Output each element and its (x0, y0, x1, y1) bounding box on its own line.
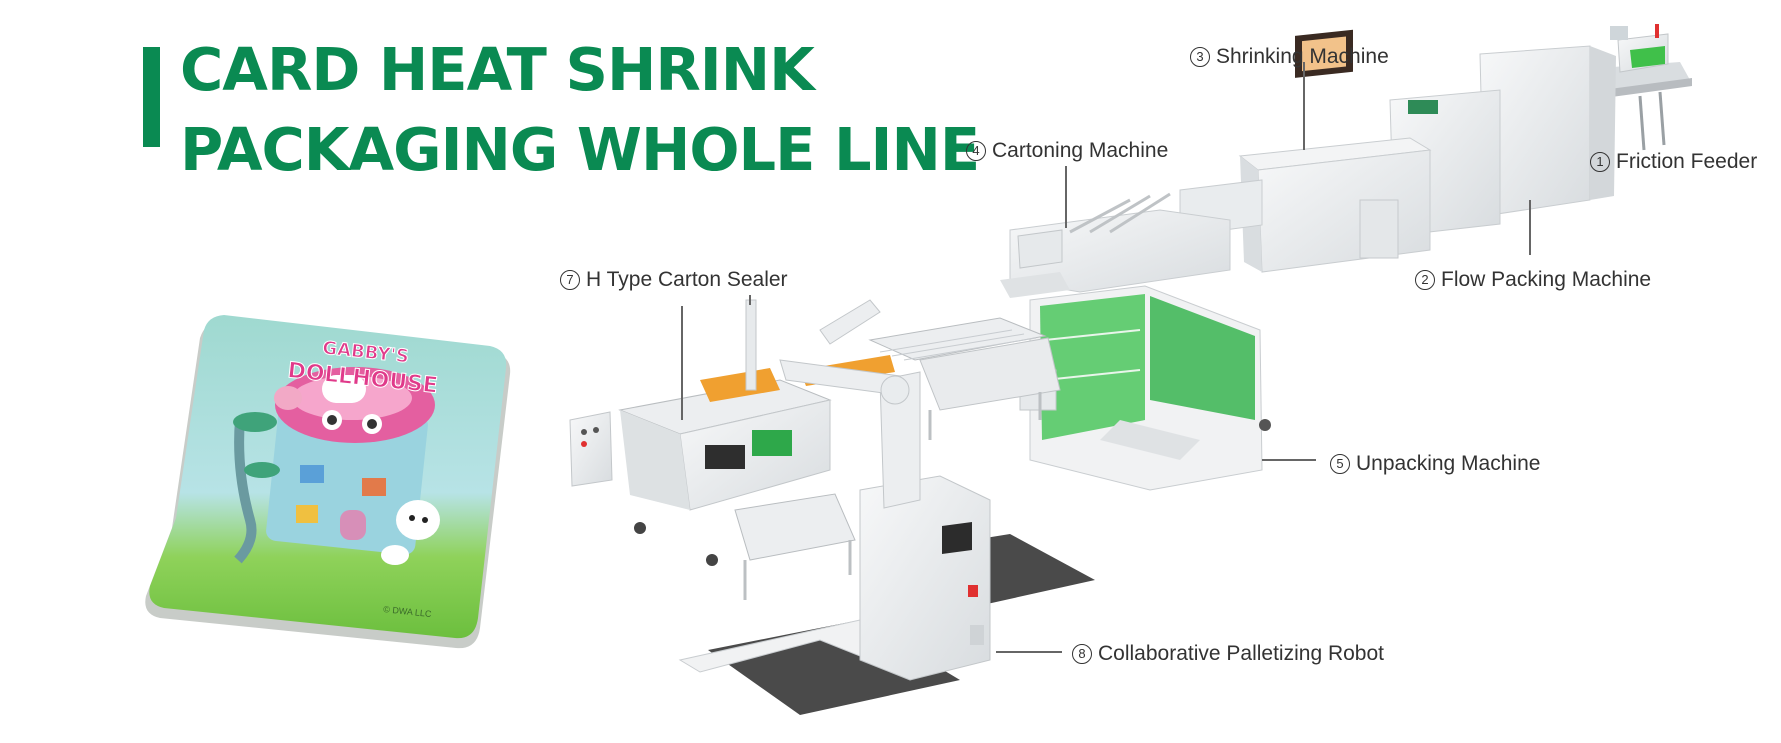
collaborative-palletizing-robot (678, 299, 1095, 715)
title-line-2: PACKAGING WHOLE LINE (180, 115, 980, 184)
roller-conveyor (868, 317, 1061, 440)
unpacking-machine (1019, 285, 1316, 491)
title-line-1: CARD HEAT SHRINK (180, 35, 815, 104)
shrinking-machine (1179, 29, 1432, 273)
flow-packing-machine (1389, 45, 1616, 255)
page-title: CARD HEAT SHRINK PACKAGING WHOLE LINE (180, 30, 980, 190)
h-type-carton-sealer (569, 295, 895, 600)
title-accent-bar (143, 47, 160, 147)
cartoning-machine (1000, 166, 1231, 298)
playing-card-box (145, 315, 511, 649)
friction-feeder-machine (1600, 24, 1692, 151)
